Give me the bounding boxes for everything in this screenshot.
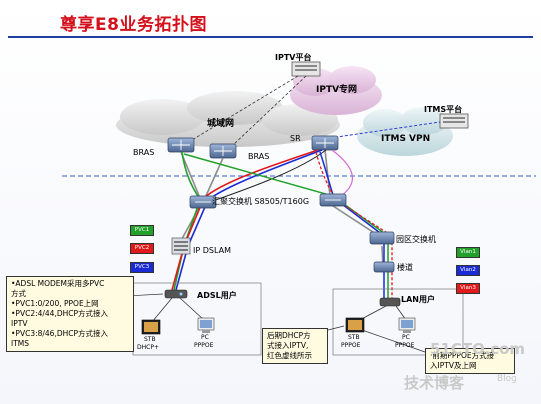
stb-right-label: STB xyxy=(348,334,360,341)
link-sr-itms xyxy=(329,121,441,139)
iptv-server xyxy=(291,61,321,77)
itms-cloud-label: ITMS VPN xyxy=(381,134,431,144)
itms-cloud xyxy=(357,107,453,156)
stb-left-label: STB xyxy=(144,336,156,343)
note-line: •PVC1:0/200, PPOE上网 xyxy=(11,299,99,308)
dhcp-note: 后期DHCP方 式接入IPTV, 红色虚线所示 xyxy=(262,328,328,364)
page-title: 尊享E8业务拓扑图 xyxy=(60,15,207,35)
campus-switch-label: 园区交换机 xyxy=(396,235,436,244)
pppoe-note: ·前期PPPOE方式接 入IPTV及上网 xyxy=(425,348,515,374)
tv-right xyxy=(345,317,365,333)
note-line: 入IPTV及上网 xyxy=(430,361,477,370)
watermark-sub: 技术博客 xyxy=(404,374,465,392)
lan-switch xyxy=(379,297,401,307)
corridor-switch xyxy=(373,261,395,273)
note-line: IPTV xyxy=(11,319,28,328)
sr-label: SR xyxy=(290,134,301,143)
vlan2-tag: Vlan2 xyxy=(456,265,480,276)
ip-dslam xyxy=(171,237,191,255)
title-underline xyxy=(8,36,533,38)
pc-right-sub: PPPOE xyxy=(395,342,415,349)
pc-left xyxy=(197,317,215,333)
note-line: 后期DHCP方 xyxy=(267,331,311,340)
link-iptv-bras2 xyxy=(231,75,307,147)
iptv-platform-label: IPTV平台 xyxy=(275,53,312,62)
adsl-user-label: ADSL用户 xyxy=(197,291,237,300)
stb-left-sub: DHCP+ xyxy=(137,344,159,351)
note-line: ITMS xyxy=(11,339,30,348)
note-line: 方式 xyxy=(11,289,26,298)
pc-right xyxy=(398,317,416,333)
bras2-label: BRAS xyxy=(248,152,270,161)
note-line: 式接入IPTV, xyxy=(267,341,309,350)
bras1-router xyxy=(167,137,195,153)
campus-switch xyxy=(369,231,395,245)
metro-cloud-label: 城域网 xyxy=(207,119,235,129)
pc-right-label: PC xyxy=(402,334,410,341)
tv-left xyxy=(141,319,161,335)
pc-left-label: PC xyxy=(201,334,209,341)
note-line: 红色虚线所示 xyxy=(267,351,312,360)
ip-dslam-label: IP DSLAM xyxy=(193,246,231,255)
bras2-router xyxy=(209,143,237,159)
agg-switch-label: 汇聚交换机 S8505/T160G xyxy=(212,197,310,206)
bras1-label: BRAS xyxy=(133,148,155,157)
iptv-cloud xyxy=(290,66,382,115)
pc-left-sub: PPPOE xyxy=(194,342,214,349)
itms-server xyxy=(439,113,469,129)
adsl-pvc-note: •ADSL MODEM采用多PVC 方式 •PVC1:0/200, PPOE上网… xyxy=(6,276,134,352)
note-line: ·前期PPPOE方式接 xyxy=(430,351,495,360)
itms-platform-label: ITMS平台 xyxy=(424,105,463,114)
agg-switch-left xyxy=(189,195,217,209)
vlan1-tag: Vlan1 xyxy=(456,247,480,258)
pvc2-tag: PVC2 xyxy=(130,243,154,254)
sr-router xyxy=(311,135,339,151)
watermark-blog: Blog xyxy=(497,374,517,384)
service-paths xyxy=(171,149,393,300)
pvc1-tag: PVC1 xyxy=(130,225,154,236)
corridor-label: 楼道 xyxy=(397,263,413,272)
lan-user-area xyxy=(332,288,464,356)
iptv-cloud-label: IPTV专网 xyxy=(316,85,358,95)
note-line: •PVC3:8/46,DHCP方式接入 xyxy=(11,329,109,338)
vlan3-tag: Vlan3 xyxy=(456,283,480,294)
lan-user-label: LAN用户 xyxy=(401,295,435,304)
pvc3-tag: PVC3 xyxy=(130,262,154,273)
agg-switch-right xyxy=(319,193,347,207)
watermark-site: 51CTO.com xyxy=(430,340,526,358)
link-iptv-bras1 xyxy=(191,75,299,141)
adsl-modem xyxy=(164,289,188,299)
stb-right-sub: PPPOE xyxy=(341,342,361,349)
note-line: •PVC2:4/44,DHCP方式接入 xyxy=(11,309,109,318)
note-line: •ADSL MODEM采用多PVC xyxy=(11,279,105,288)
